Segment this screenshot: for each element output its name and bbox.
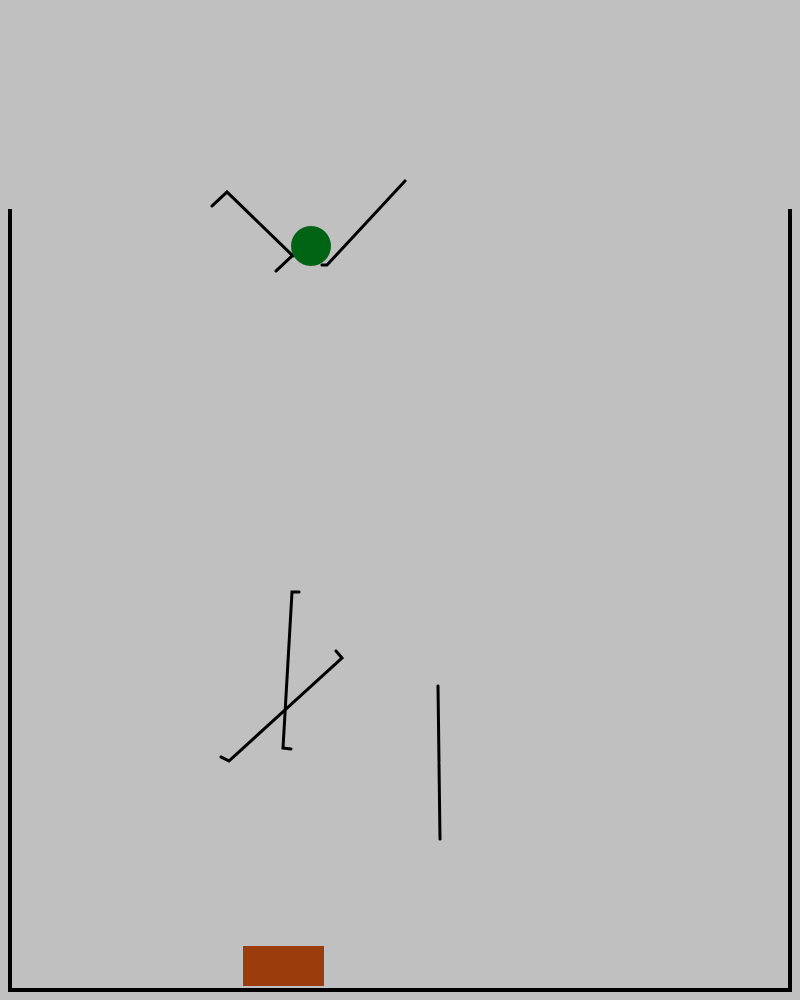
- container-walls: [8, 209, 792, 992]
- goal-block: [243, 946, 324, 986]
- post-upper[interactable]: [436, 684, 441, 764]
- v-funnel[interactable]: [210, 179, 407, 273]
- green-ball[interactable]: [291, 226, 331, 266]
- vertical-post[interactable]: [436, 684, 442, 841]
- tilted-vertical-stick[interactable]: [281, 590, 301, 751]
- crossed-shelves[interactable]: [219, 590, 345, 763]
- funnel-right-arm[interactable]: [320, 179, 407, 267]
- diagonal-stick[interactable]: [219, 649, 345, 763]
- funnel-left-lip[interactable]: [274, 253, 295, 273]
- funnel-left-arm[interactable]: [210, 189, 295, 258]
- post-lower[interactable]: [437, 762, 442, 841]
